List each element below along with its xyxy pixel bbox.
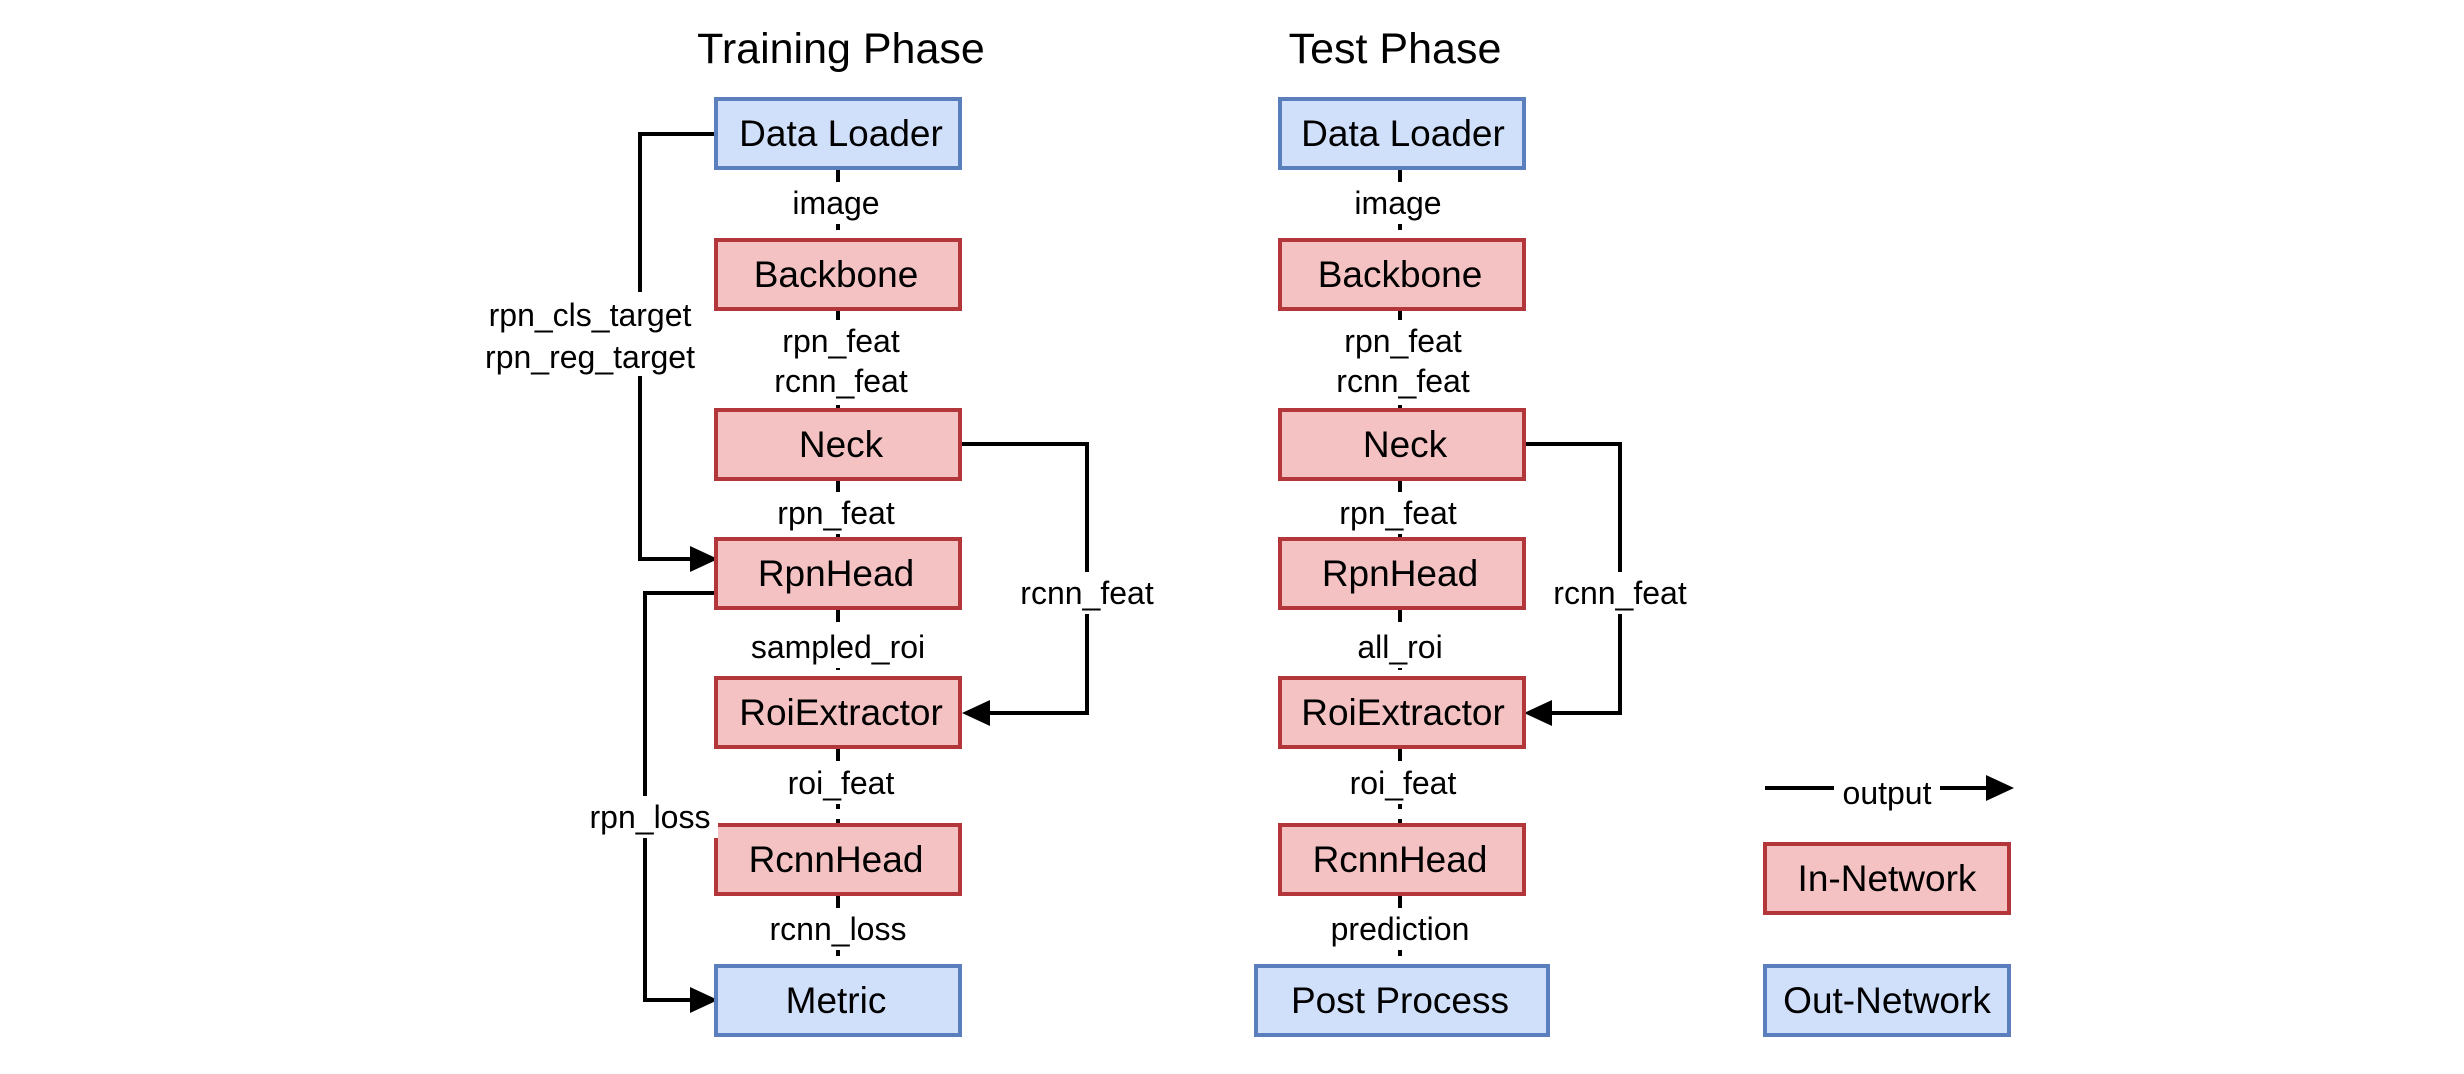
test-nodes: Data Loader Backbone Neck RpnHead RoiExt… [1254,97,1550,1037]
training-edge-rpn-feat-1: rpn_feat [782,323,900,359]
test-roiextractor-label: RoiExtractor [1301,692,1505,733]
training-edge-rcnn-loss: rcnn_loss [770,911,907,947]
training-metric-label: Metric [786,980,887,1021]
legend: output In-Network Out-Network [1763,772,2014,1037]
training-phase-title: Training Phase [697,25,985,73]
training-rcnnhead-box [714,823,962,896]
training-rpnhead-box [714,537,962,610]
training-rcnnhead-label: RcnnHead [749,839,924,880]
test-edge-roi-feat: roi_feat [1350,765,1457,801]
training-roiextractor-box [714,676,962,749]
test-post-process-box [1254,964,1550,1037]
training-metric-box [714,964,962,1037]
training-nodes: Data Loader Backbone Neck RpnHead RoiExt… [714,97,962,1037]
test-rpnhead-box [1278,537,1526,610]
training-edge-image: image [792,185,879,221]
test-edge-rpn-feat-2: rpn_feat [1339,495,1457,531]
legend-in-network-label: In-Network [1798,858,1977,899]
legend-in-network-box [1763,842,2011,915]
test-edge-rpn-feat-1: rpn_feat [1344,323,1462,359]
training-roiextractor-label: RoiExtractor [739,692,943,733]
test-edge-rcnn-feat-side: rcnn_feat [1553,575,1687,611]
targets-arrow-head [690,546,718,572]
test-edge-rcnn-feat-1: rcnn_feat [1336,363,1470,399]
training-backbone-label: Backbone [754,254,919,295]
training-edge-rpn-loss: rpn_loss [590,799,711,835]
rpn-loss-arrow-head [690,987,718,1013]
test-data-loader-box [1278,97,1526,170]
legend-output-label: output [1843,775,1932,811]
legend-out-network-label: Out-Network [1783,980,1991,1021]
training-data-loader-label: Data Loader [739,113,943,154]
training-rcnn-feat-arrow-head [962,700,990,726]
test-neck-label: Neck [1363,424,1448,465]
test-rcnnhead-label: RcnnHead [1313,839,1488,880]
test-data-loader-label: Data Loader [1301,113,1505,154]
test-rcnnhead-box [1278,823,1526,896]
test-roiextractor-box [1278,676,1526,749]
test-edge-all-roi: all_roi [1357,629,1442,665]
test-rpnhead-label: RpnHead [1322,553,1478,594]
training-edge-rpn-feat-2: rpn_feat [777,495,895,531]
test-backbone-label: Backbone [1318,254,1483,295]
training-neck-box [714,408,962,481]
test-backbone-box [1278,238,1526,311]
test-post-process-label: Post Process [1291,980,1509,1021]
training-edge-sampled-roi: sampled_roi [751,629,925,665]
training-data-loader-box [714,97,962,170]
training-edge-rcnn-feat-side: rcnn_feat [1020,575,1154,611]
legend-out-network-box [1763,964,2011,1037]
legend-output-arrow-head [1986,775,2014,801]
training-backbone-box [714,238,962,311]
training-edge-roi-feat: roi_feat [788,765,895,801]
test-rcnn-feat-arrow-head [1524,700,1552,726]
training-edge-rpn-reg-target: rpn_reg_target [485,339,695,375]
test-neck-box [1278,408,1526,481]
training-edge-rcnn-feat-1: rcnn_feat [774,363,908,399]
training-edge-rpn-cls-target: rpn_cls_target [489,297,692,333]
test-edge-image: image [1354,185,1441,221]
test-edge-labels: image rpn_feat rcnn_feat rpn_feat all_ro… [1318,182,1695,950]
test-phase-title: Test Phase [1289,25,1502,73]
test-edge-prediction: prediction [1331,911,1470,947]
training-rpnhead-label: RpnHead [758,553,914,594]
training-edge-labels: image rpn_feat rcnn_feat rpn_feat sample… [476,182,1162,950]
training-neck-label: Neck [799,424,884,465]
